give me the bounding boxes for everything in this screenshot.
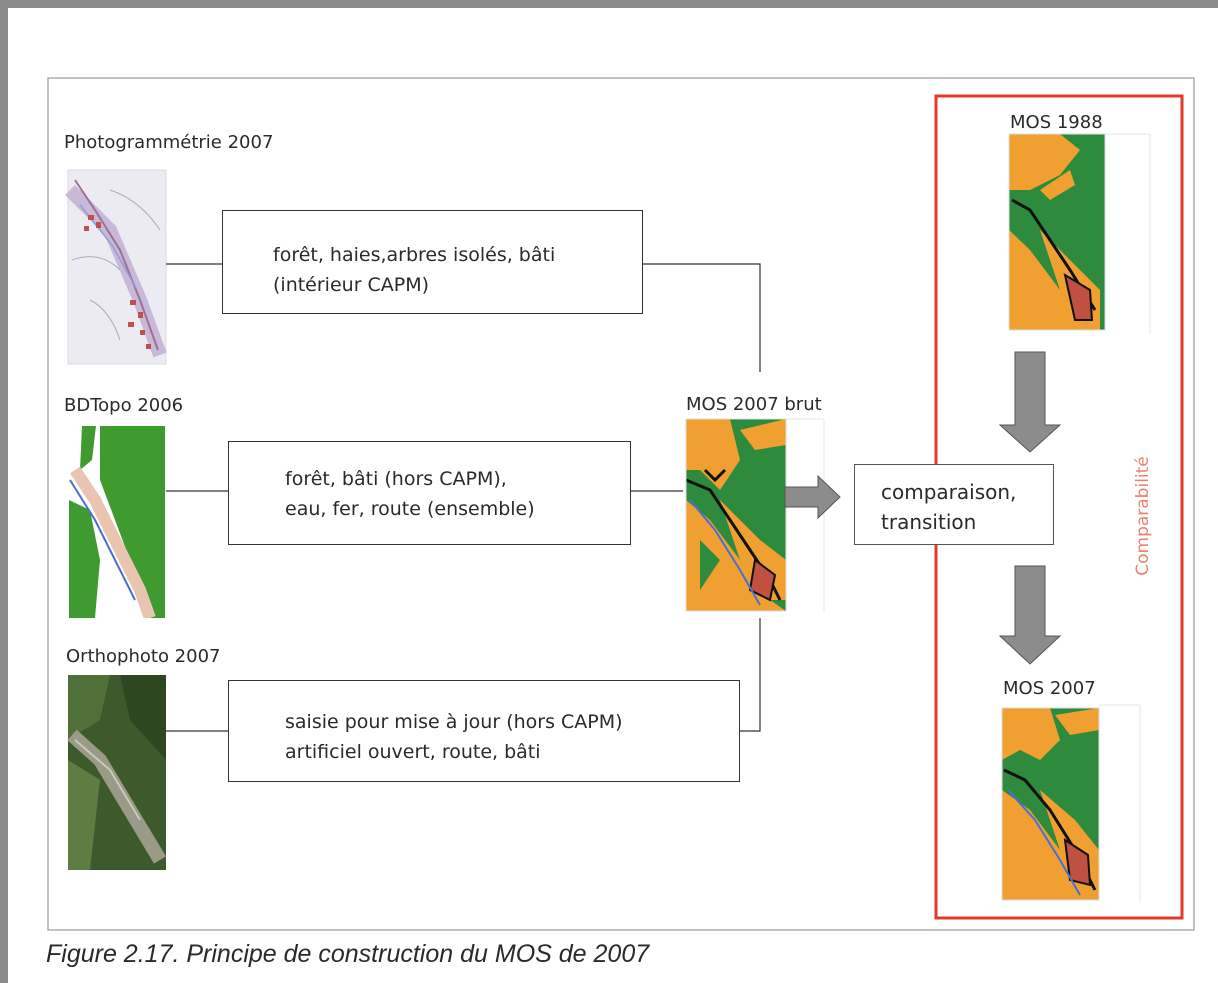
mos-1988-map <box>1009 134 1105 330</box>
box-orthophoto-line-2: artificiel ouvert, route, bâti <box>285 741 541 763</box>
orthophoto-thumbnail <box>67 675 167 870</box>
figure-frame <box>47 77 1195 931</box>
center-map-label: MOS 2007 brut <box>686 394 822 415</box>
box-orthophoto-line-1: saisie pour mise à jour (hors CAPM) <box>285 711 623 733</box>
box-orthophoto: saisie pour mise à jour (hors CAPM) arti… <box>228 680 740 782</box>
source-label-photogrammetry: Photogrammétrie 2007 <box>64 132 274 153</box>
box-bdtopo: forêt, bâti (hors CAPM), eau, fer, route… <box>228 441 631 545</box>
mos-1988-label: MOS 1988 <box>1010 112 1103 133</box>
process-line-2: transition <box>881 510 977 534</box>
bdtopo-thumbnail <box>69 426 165 618</box>
connector-lines <box>166 263 761 732</box>
box-photogrammetry-line-2: (intérieur CAPM) <box>273 274 430 296</box>
box-photogrammetry: forêt, haies,arbres isolés, bâti (intéri… <box>222 210 643 314</box>
source-label-orthophoto: Orthophoto 2007 <box>66 646 221 667</box>
mos-2007-map <box>1002 708 1099 900</box>
source-label-bdtopo: BDTopo 2006 <box>64 395 184 416</box>
box-bdtopo-line-1: forêt, bâti (hors CAPM), <box>285 468 507 490</box>
mos-2007-label: MOS 2007 <box>1003 678 1096 699</box>
figure-caption: Figure 2.17. Principe de construction du… <box>46 940 650 968</box>
box-bdtopo-line-2: eau, fer, route (ensemble) <box>285 498 535 520</box>
down-arrow-icon-top <box>998 351 1062 453</box>
mos-2007-brut-map <box>686 419 786 611</box>
comparability-label: Comparabilité <box>1133 456 1153 576</box>
process-line-1: comparaison, <box>881 480 1017 504</box>
right-arrow-icon <box>784 474 841 520</box>
box-photogrammetry-line-1: forêt, haies,arbres isolés, bâti <box>273 244 556 266</box>
photogrammetry-thumbnail <box>65 169 167 365</box>
process-box: comparaison, transition <box>854 464 1054 545</box>
down-arrow-icon-bottom <box>998 565 1062 665</box>
